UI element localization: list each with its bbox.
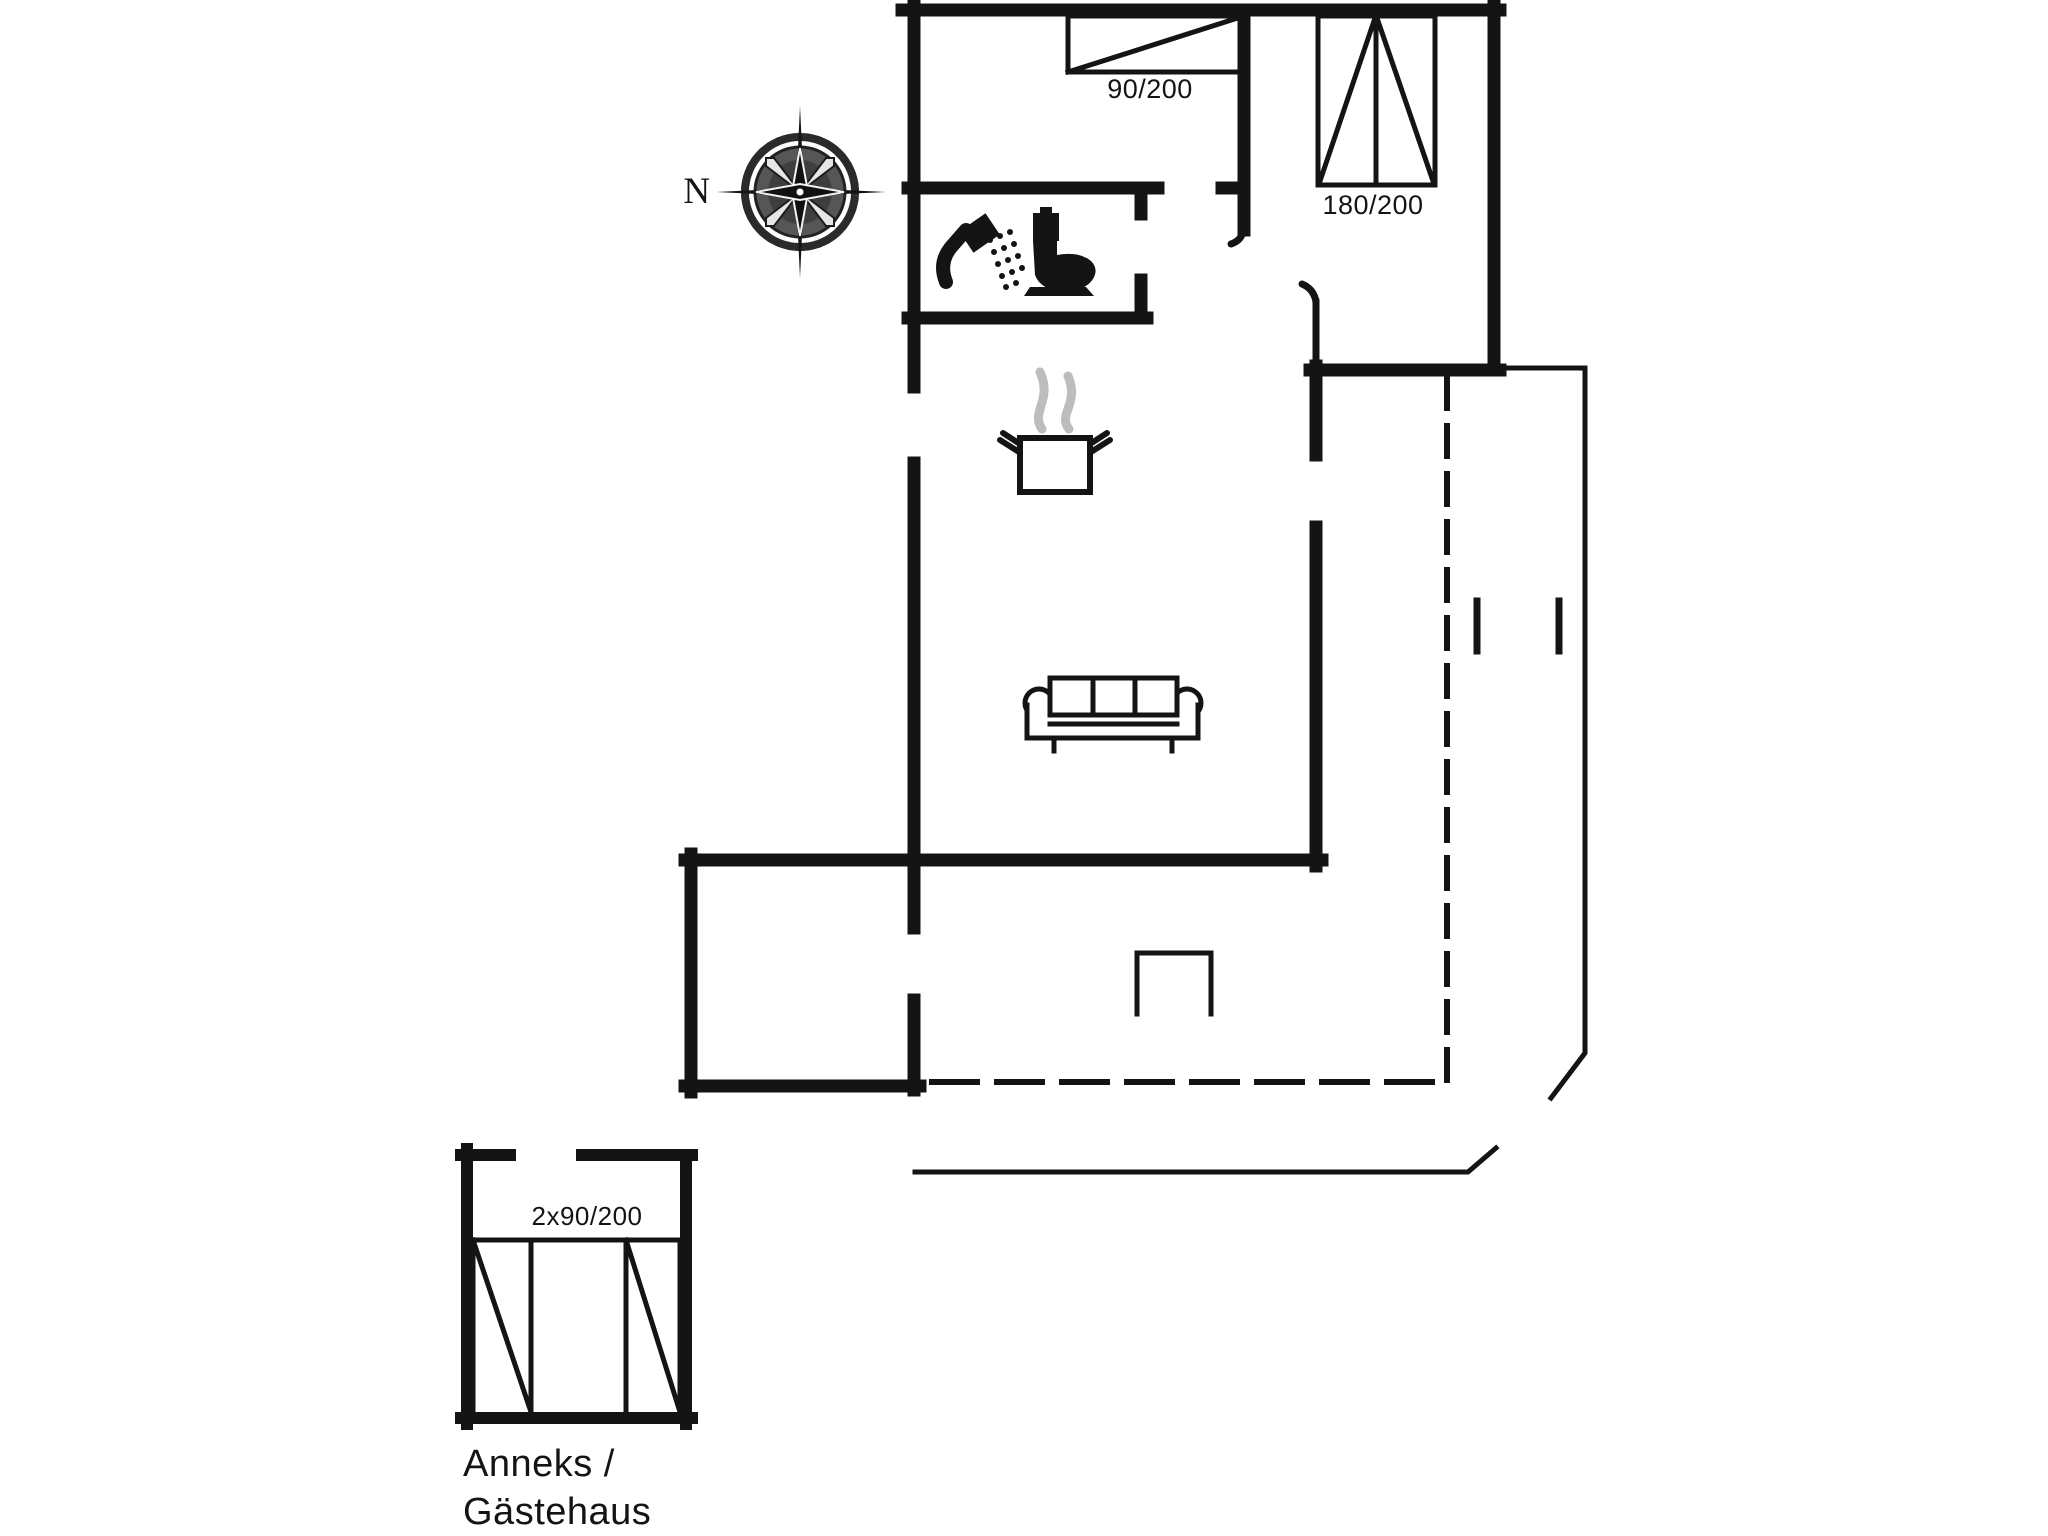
door-swing-marks — [1227, 223, 1320, 368]
terrace-dashed-boundary — [929, 375, 1450, 1085]
sofa-back — [1047, 675, 1180, 718]
main-house-walls — [678, 0, 1507, 1099]
sofa-icon — [1022, 675, 1204, 754]
annex-caption: Anneks / Gästehaus — [463, 1440, 763, 1536]
single-bed-diagonal — [1064, 12, 1248, 76]
cooking-pot-icon — [997, 367, 1113, 495]
single-bed-size-label: 90/200 — [1107, 74, 1193, 104]
single-bed-outline — [1065, 13, 1247, 75]
annex-caption-line2: Gästehaus — [463, 1491, 652, 1533]
shower-icon — [936, 213, 1025, 290]
annex-walls — [455, 1143, 698, 1430]
single-bed-icon — [1064, 12, 1248, 76]
door-arc-hall — [1227, 223, 1248, 248]
outdoor-lines — [912, 365, 1588, 1175]
annex-beds-size-label: 2x90/200 — [531, 1201, 643, 1231]
carport-right-line — [1547, 365, 1588, 1102]
toilet-icon — [1024, 207, 1096, 296]
double-bed-diagonals — [1315, 14, 1438, 188]
bunk-beds-icon — [469, 1236, 684, 1416]
sofa-legs — [1051, 735, 1175, 754]
compass-rose-icon — [716, 106, 886, 278]
annex-bed2-diagonal — [622, 1236, 684, 1416]
annex-bed2-sides — [623, 1237, 683, 1415]
double-bed-icon — [1315, 13, 1438, 188]
annex-caption-line1: Anneks / — [463, 1443, 615, 1485]
sofa-cushion-dividers — [1090, 675, 1138, 718]
compass-north-label: N — [683, 171, 711, 212]
gate-post-ticks — [1473, 597, 1563, 655]
annex-bed1-sides — [470, 1237, 534, 1415]
shower-spray-dots — [987, 229, 1025, 290]
annex-bed1-diagonal — [469, 1236, 535, 1416]
grill-niche — [1134, 950, 1214, 1017]
steam-wisps — [1033, 367, 1077, 434]
double-bed-size-label: 180/200 — [1322, 190, 1424, 220]
driveway-line — [912, 1144, 1500, 1175]
